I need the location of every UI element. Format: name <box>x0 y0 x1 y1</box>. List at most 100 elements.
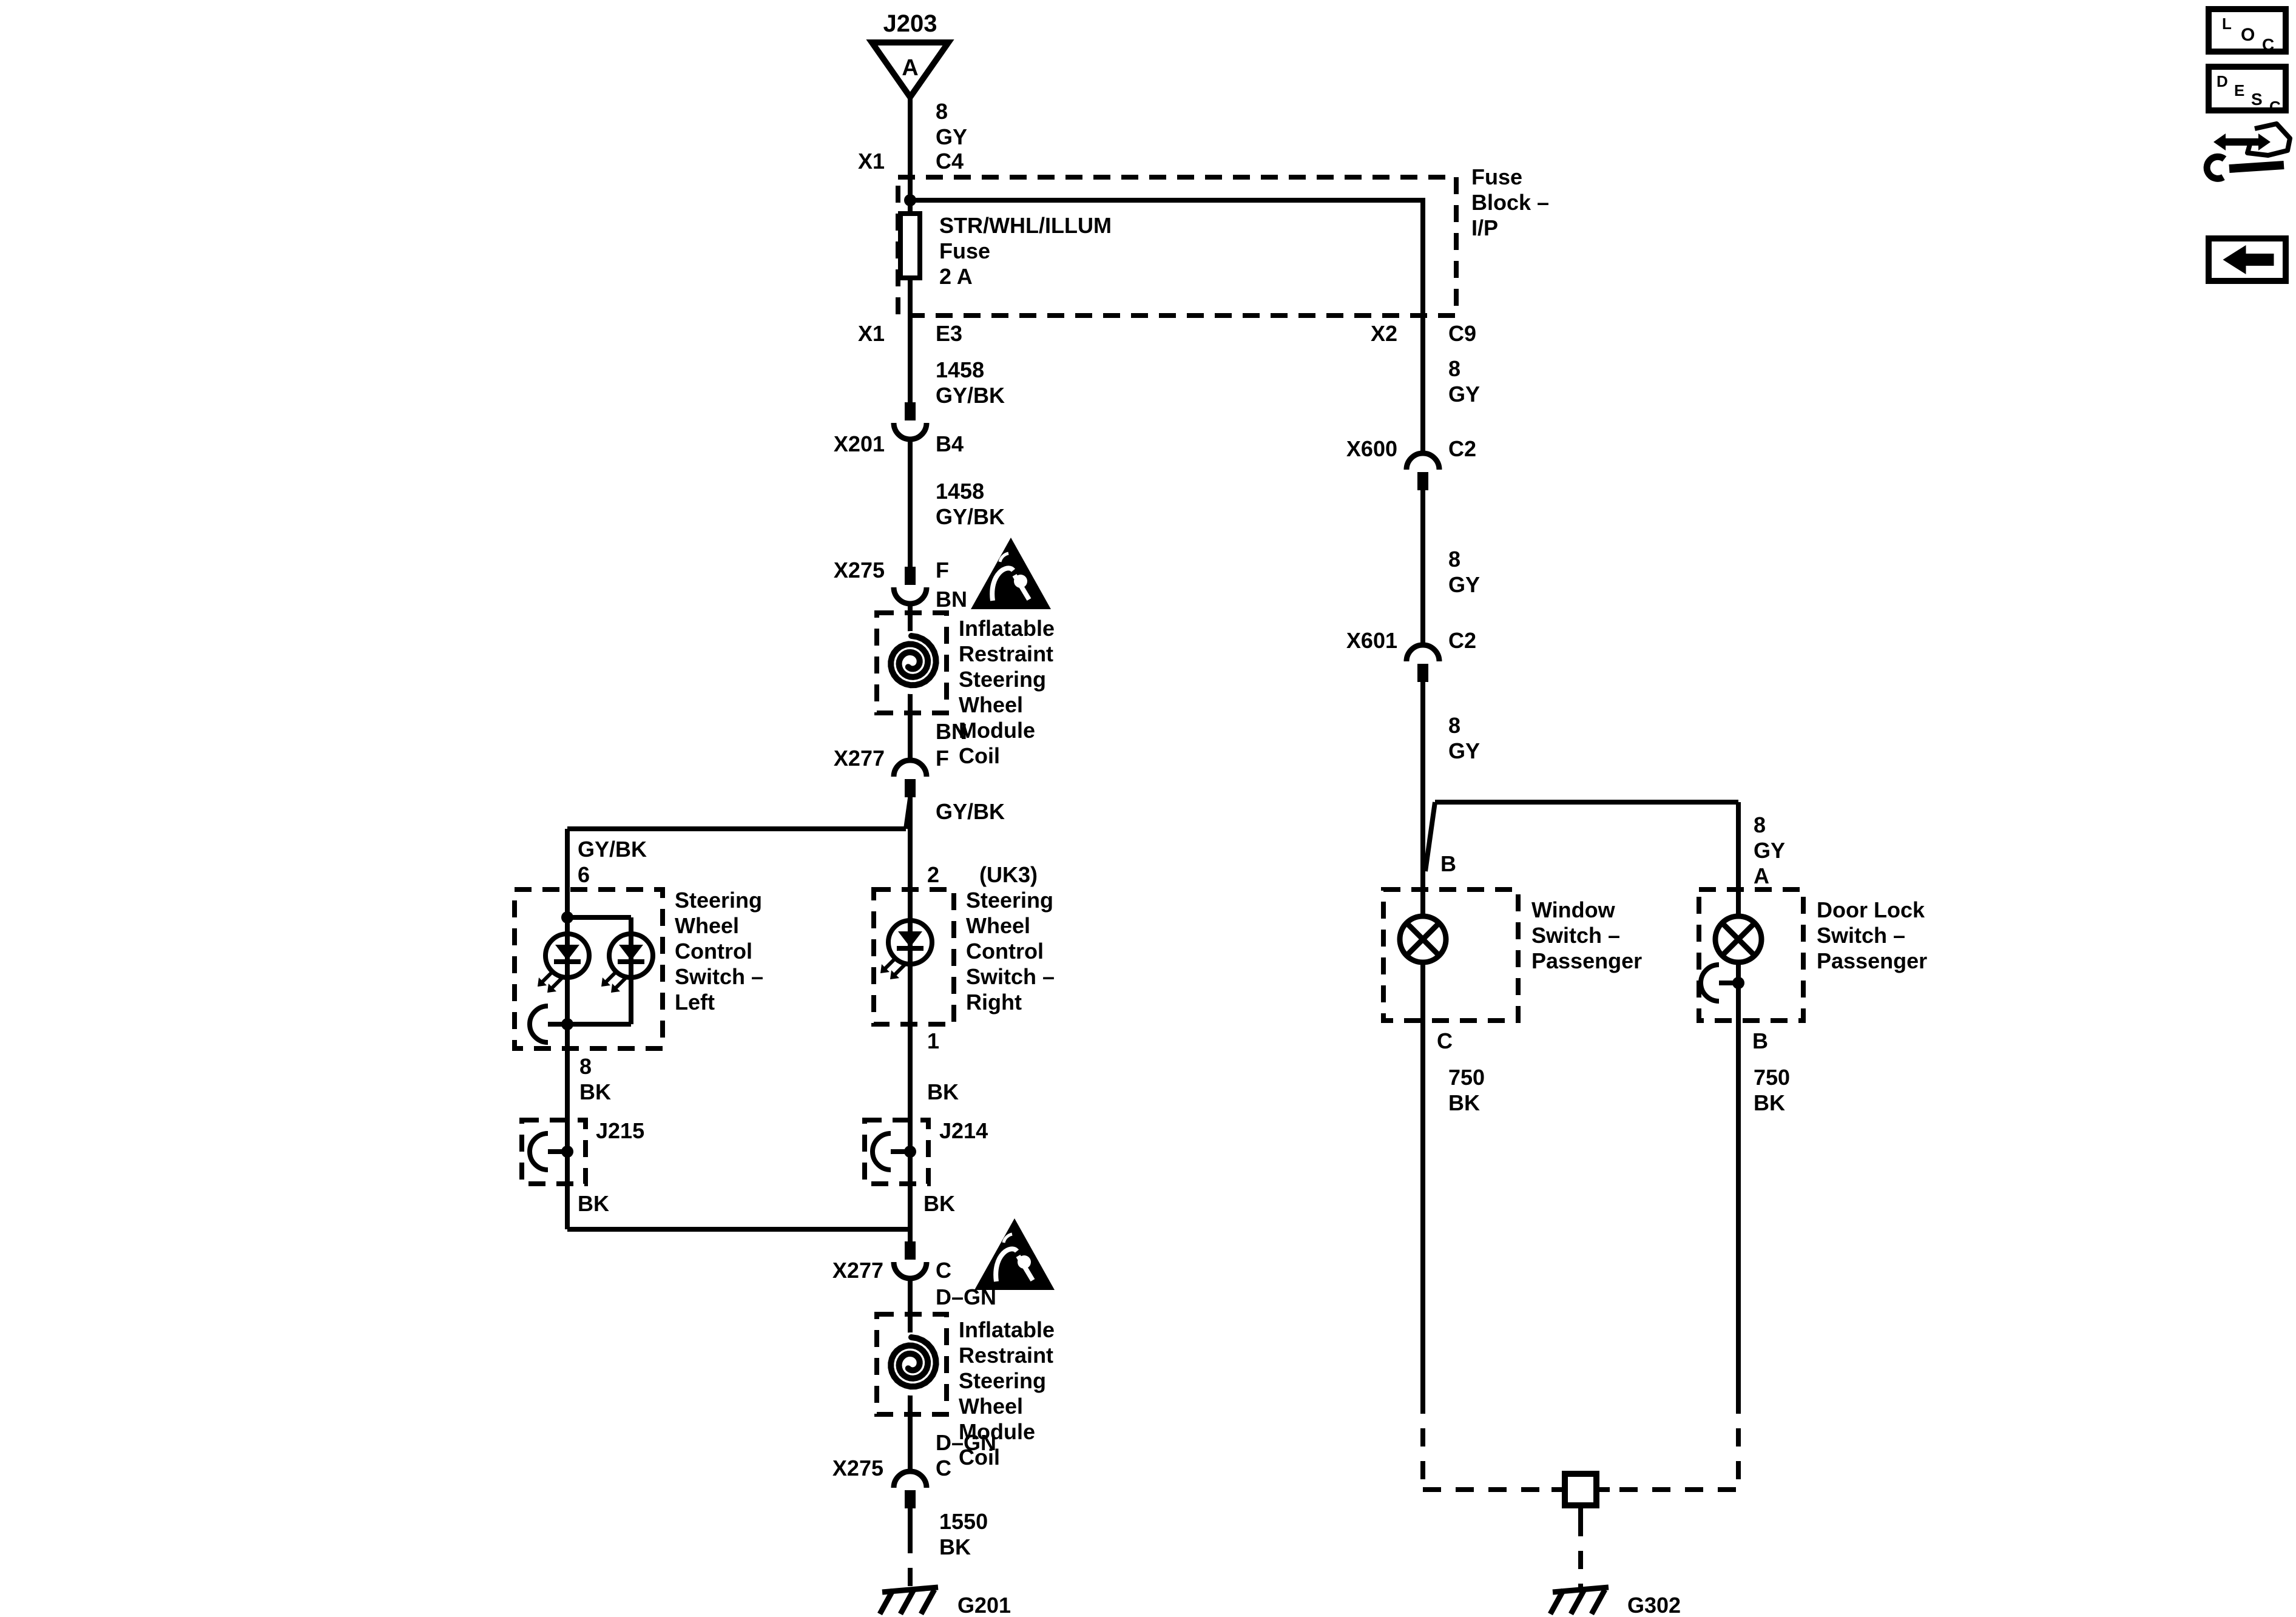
label-j203: J203 <box>883 10 937 37</box>
label-g201: G201 <box>957 1593 1011 1617</box>
wire <box>910 198 1425 453</box>
label-1: 1 <box>927 1028 939 1053</box>
led-symbol-icon <box>538 931 592 993</box>
label-wheel: Wheel <box>675 913 739 938</box>
label-inflatable: Inflatable <box>959 1317 1055 1342</box>
label-b: B <box>1440 851 1456 876</box>
label-x1: X1 <box>858 149 885 174</box>
label-steering: Steering <box>959 667 1046 692</box>
ground-g201-icon <box>877 1584 939 1616</box>
clockspring-coil-icon <box>880 631 943 694</box>
label-a: A <box>902 55 918 81</box>
airbag-warning-icon <box>971 538 1051 609</box>
junction-triangle-icon <box>866 39 954 103</box>
component-box-coil-module-2 <box>874 1312 949 1417</box>
inline-connector-icon <box>891 757 930 797</box>
label-left: Left <box>675 990 715 1014</box>
label-right: Right <box>966 990 1022 1014</box>
inline-connector-icon <box>891 1468 930 1508</box>
label--uk3-: (UK3) <box>979 862 1038 887</box>
label-c2: C2 <box>1448 628 1476 653</box>
label-c4: C4 <box>936 149 964 174</box>
label-gy-bk: GY/BK <box>936 383 1005 408</box>
component-box-door-lock-switch-passenger <box>1697 887 1806 1023</box>
lamp-symbol-icon <box>1397 913 1449 965</box>
label-bk: BK <box>1754 1090 1785 1115</box>
label-x1: X1 <box>858 321 885 346</box>
label-gy: GY <box>1754 838 1785 863</box>
label-passenger: Passenger <box>1531 948 1642 973</box>
nav-wrench-icon[interactable] <box>2203 121 2292 182</box>
label-b4: B4 <box>936 431 964 456</box>
component-box-splice-j214 <box>862 1118 931 1186</box>
label-bk: BK <box>927 1079 959 1104</box>
splice-symbol-icon <box>1698 962 1744 1004</box>
component-box-steering-wheel-switch-right <box>871 887 956 1027</box>
label-control: Control <box>675 939 752 964</box>
loc-letter: L <box>2222 15 2232 33</box>
label-d-gn: D–GN <box>936 1430 996 1455</box>
led-symbol-icon <box>601 931 655 993</box>
back-arrow-icon <box>2223 245 2274 274</box>
label-block-: Block – <box>1471 190 1549 215</box>
label-switch-: Switch – <box>1817 923 1905 948</box>
label-bn: BN <box>936 719 967 744</box>
label-door-lock: Door Lock <box>1817 897 1925 922</box>
back-button[interactable] <box>2206 235 2289 284</box>
label-1458: 1458 <box>936 479 984 504</box>
label-bk: BK <box>579 1079 611 1104</box>
label-b: B <box>1752 1028 1768 1053</box>
label-switch-: Switch – <box>1531 923 1620 948</box>
label-750: 750 <box>1754 1065 1790 1090</box>
wire <box>1423 802 1437 872</box>
label-2-a: 2 A <box>939 264 973 289</box>
label-inflatable: Inflatable <box>959 616 1055 641</box>
label-passenger: Passenger <box>1817 948 1927 973</box>
loc-letter: C <box>2262 35 2274 54</box>
label-x201: X201 <box>834 431 885 456</box>
label-x275: X275 <box>834 558 885 582</box>
label-i-p: I/P <box>1471 215 1498 240</box>
clockspring-coil-icon <box>880 1332 943 1396</box>
label-8: 8 <box>1448 356 1460 381</box>
label-restraint: Restraint <box>959 641 1053 666</box>
label-gy: GY <box>1448 382 1480 407</box>
label-c2: C2 <box>1448 436 1476 461</box>
label-str-whl-illum: STR/WHL/ILLUM <box>939 213 1112 238</box>
junction-dot <box>561 911 573 923</box>
inline-connector-icon <box>891 1241 930 1281</box>
label-fuse: Fuse <box>939 238 990 263</box>
square-connector-icon <box>1562 1471 1599 1508</box>
label-g302: G302 <box>1627 1593 1681 1617</box>
wire <box>903 798 913 829</box>
airbag-warning-icon <box>974 1218 1055 1290</box>
label-2: 2 <box>927 862 939 887</box>
label-e3: E3 <box>936 321 962 346</box>
label-control: Control <box>966 939 1044 964</box>
label-8: 8 <box>579 1054 592 1079</box>
label-bn: BN <box>936 587 967 612</box>
label-module: Module <box>959 1419 1035 1444</box>
label-coil: Coil <box>959 743 1000 768</box>
label-1550: 1550 <box>939 1509 988 1534</box>
label-gy: GY <box>1448 738 1480 763</box>
label-j214: J214 <box>939 1118 988 1143</box>
label-steering: Steering <box>966 888 1053 913</box>
component-box-splice-j215 <box>519 1118 588 1186</box>
label-f: F <box>936 746 949 771</box>
label-bk: BK <box>939 1534 971 1559</box>
label-gy-bk: GY/BK <box>578 837 647 862</box>
component-box-coil-module-1 <box>874 610 949 715</box>
loc-letter: O <box>2241 25 2255 45</box>
label-wheel: Wheel <box>959 692 1023 717</box>
label-gy-bk: GY/BK <box>936 504 1005 529</box>
label-6: 6 <box>578 862 590 887</box>
desc-letter: S <box>2251 90 2263 109</box>
fuse-symbol-icon <box>898 211 922 280</box>
label-steering: Steering <box>675 888 762 913</box>
label-gy-bk: GY/BK <box>936 799 1005 824</box>
label-c9: C9 <box>1448 321 1476 346</box>
